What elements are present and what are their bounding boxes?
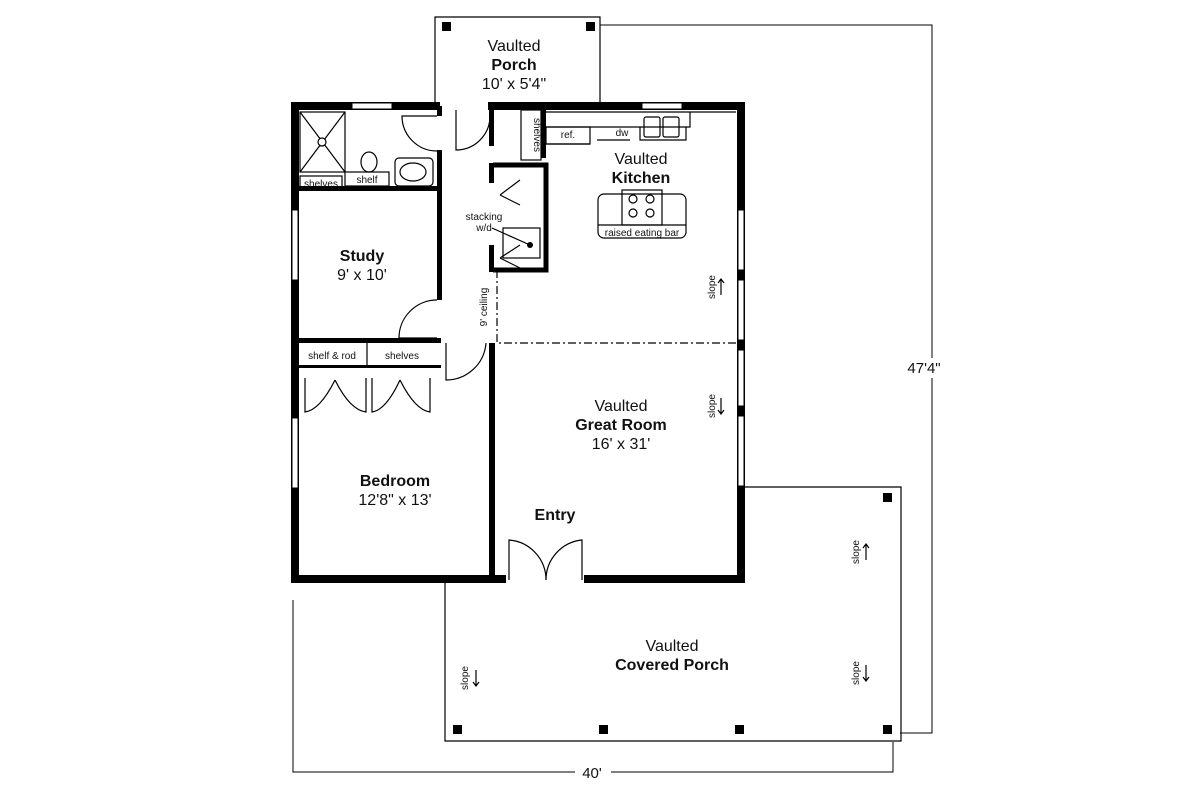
eating-bar-label: raised eating bar bbox=[605, 228, 680, 239]
shelves-bath-label: shelves bbox=[304, 179, 338, 190]
bedroom-size: 12'8" x 13' bbox=[358, 492, 431, 509]
kitchen-name: Kitchen bbox=[612, 170, 671, 187]
great-room-size: 16' x 31' bbox=[592, 436, 651, 453]
dw-label: dw bbox=[616, 128, 630, 139]
slope-label: slope bbox=[707, 275, 718, 299]
slope-label: slope bbox=[851, 540, 862, 564]
covered-porch-name: Covered Porch bbox=[615, 657, 729, 674]
doors bbox=[304, 110, 583, 581]
kitchen-counters bbox=[545, 111, 736, 239]
ceiling-label: 9' ceiling bbox=[479, 288, 490, 327]
study-size: 9' x 10' bbox=[337, 267, 387, 284]
entry-name: Entry bbox=[535, 507, 576, 524]
slope-label: slope bbox=[707, 394, 718, 418]
covered-porch-label: Vaulted bbox=[645, 638, 698, 655]
width-dimension: 40' bbox=[582, 765, 602, 782]
shelf-rod-label: shelf & rod bbox=[308, 351, 356, 362]
porch-name: Porch bbox=[491, 57, 536, 74]
toilet-icon bbox=[360, 151, 378, 173]
slope-label: slope bbox=[460, 666, 471, 690]
shelves-closet-label: shelves bbox=[385, 351, 419, 362]
kitchen-label: Vaulted bbox=[614, 151, 667, 168]
bedroom-name: Bedroom bbox=[360, 473, 430, 490]
ref-label: ref. bbox=[561, 130, 575, 141]
shelf-bath-label: shelf bbox=[356, 175, 377, 186]
shelves-hall-label: shelves bbox=[531, 118, 542, 152]
study-name: Study bbox=[340, 248, 385, 265]
cooktop-icon bbox=[621, 189, 663, 226]
sink-icon bbox=[394, 157, 434, 187]
bath-fixtures bbox=[299, 111, 434, 189]
washer-dryer-icon bbox=[502, 227, 541, 259]
kitchen-sink-icon bbox=[643, 116, 661, 138]
covered-porch bbox=[444, 486, 902, 742]
slope-label: slope bbox=[851, 661, 862, 685]
porch-label: Vaulted bbox=[487, 38, 540, 55]
depth-dimension: 47'4" bbox=[907, 360, 940, 377]
great-room-name: Great Room bbox=[575, 417, 667, 434]
top-porch bbox=[434, 16, 601, 102]
stacking-label: stacking bbox=[466, 212, 503, 223]
wd-label: w/d bbox=[475, 223, 492, 234]
interior-walls bbox=[295, 106, 549, 579]
slope-markers: slope slope slope slope slope bbox=[460, 275, 870, 690]
porch-size: 10' x 5'4" bbox=[482, 76, 546, 93]
great-room-label: Vaulted bbox=[594, 398, 647, 415]
